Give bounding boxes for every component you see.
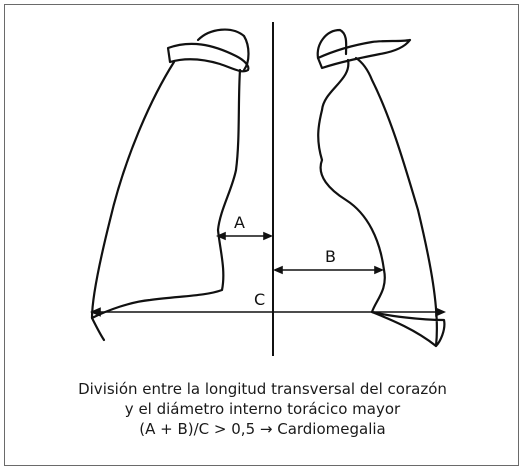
- right-lung-outline: [318, 58, 444, 346]
- right-clavicle: [318, 40, 410, 68]
- measure-b: [275, 267, 382, 273]
- right-clavicle-head: [318, 30, 346, 58]
- left-clavicle: [168, 44, 248, 71]
- caption-line-3: (A + B)/C > 0,5 → Cardiomegalia: [0, 419, 525, 439]
- caption-line-2: y el diámetro interno torácico mayor: [0, 399, 525, 419]
- left-lung-outline: [92, 62, 240, 318]
- label-b: B: [325, 247, 336, 266]
- measure-a: [218, 233, 271, 239]
- label-c: C: [254, 290, 265, 309]
- label-a: A: [234, 213, 245, 232]
- caption-line-1: División entre la longitud transversal d…: [0, 379, 525, 399]
- figure-caption: División entre la longitud transversal d…: [0, 379, 525, 439]
- left-costophrenic: [92, 318, 104, 340]
